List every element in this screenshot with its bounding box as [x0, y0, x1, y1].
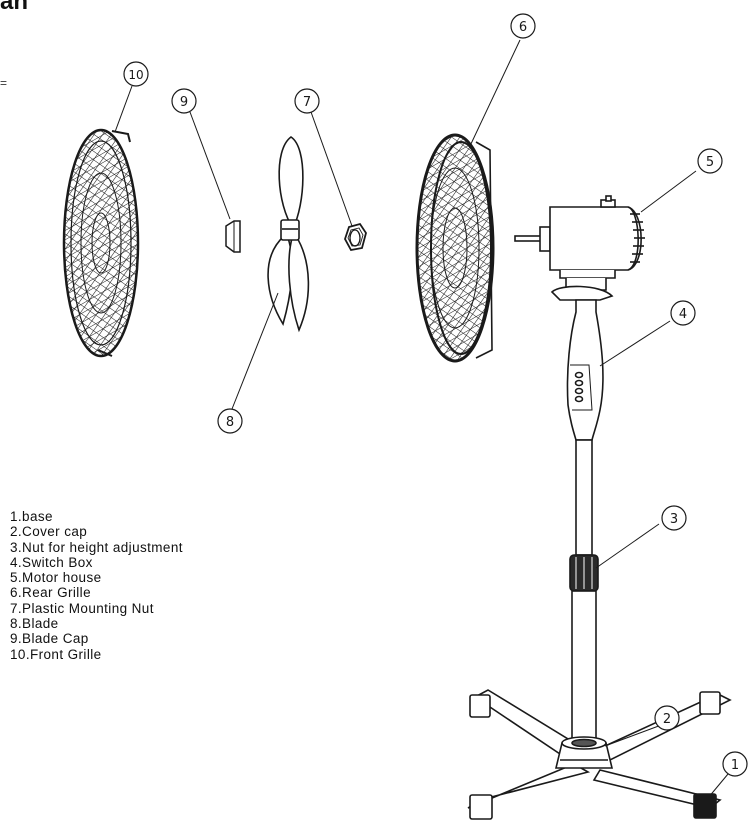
legend-item: 4.Switch Box — [10, 554, 93, 570]
leader-lines — [114, 39, 734, 799]
svg-text:8: 8 — [226, 415, 234, 430]
legend-item: 1.base — [10, 509, 53, 524]
legend-item: 3.Nut for height adjustment — [10, 539, 183, 555]
callout-10: 10 — [123, 61, 149, 87]
blade — [267, 136, 310, 333]
switch-box — [566, 299, 604, 441]
callout-8: 8 — [217, 408, 243, 434]
callout-7: 7 — [294, 88, 320, 114]
legend-item: 9.Blade Cap — [10, 631, 89, 647]
svg-text:6: 6 — [519, 20, 527, 35]
parts-legend: 1.base 2.Cover cap 3.Nut for height adju… — [10, 509, 183, 662]
cover-cap — [554, 736, 614, 769]
callout-2: 2 — [654, 705, 680, 731]
legend-item: 6.Rear Grille — [10, 585, 91, 601]
legend-item: 7.Plastic Mounting Nut — [10, 600, 154, 616]
svg-text:7: 7 — [303, 95, 311, 110]
legend-item: 10.Front Grille — [10, 646, 102, 662]
height-adjustment-nut — [569, 554, 599, 592]
callout-3: 3 — [661, 505, 687, 531]
svg-text:2: 2 — [663, 712, 671, 727]
legend-item: 2.Cover cap — [10, 524, 88, 540]
svg-text:1: 1 — [731, 758, 739, 773]
rear-grille — [415, 133, 495, 363]
callout-1: 1 — [722, 751, 748, 777]
callout-6: 6 — [510, 13, 536, 39]
svg-text:9: 9 — [180, 95, 188, 110]
callout-4: 4 — [670, 300, 696, 326]
svg-text:3: 3 — [670, 512, 678, 527]
callouts: 10 9 7 6 5 4 3 2 1 8 — [123, 13, 748, 777]
callout-5: 5 — [697, 148, 723, 174]
svg-text:10: 10 — [128, 68, 143, 82]
front-grille — [62, 128, 140, 358]
lower-tube — [571, 590, 597, 744]
legend-item: 5.Motor house — [10, 570, 102, 586]
plastic-mounting-nut — [344, 222, 367, 252]
motor-house — [514, 195, 645, 301]
svg-text:5: 5 — [706, 155, 714, 170]
page-title-fragment: an — [0, 0, 29, 15]
pole — [575, 439, 593, 556]
edge-mark: = — [0, 76, 8, 90]
svg-text:4: 4 — [679, 307, 687, 322]
callout-9: 9 — [171, 88, 197, 114]
blade-cap — [225, 220, 241, 253]
legend-item: 8.Blade — [10, 616, 59, 632]
